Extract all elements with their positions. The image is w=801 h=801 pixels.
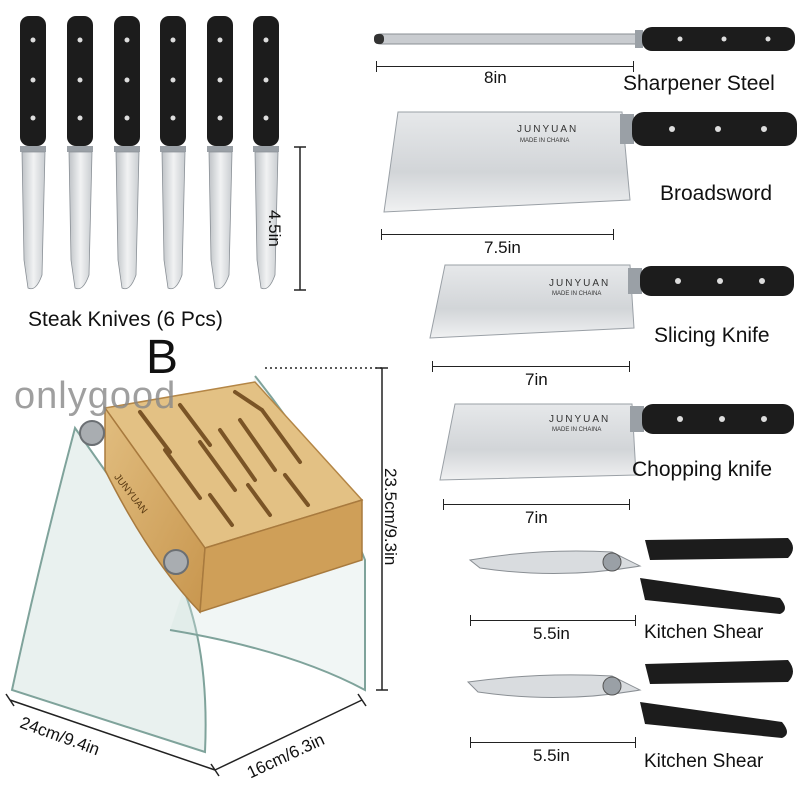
kitchen-shear-dimension-line bbox=[470, 615, 636, 626]
block-letter: B bbox=[146, 331, 179, 384]
broadsword-dimension-line bbox=[381, 229, 614, 240]
chopping-knife-blade-brand: JUNYUAN bbox=[549, 414, 611, 425]
steak-knife bbox=[114, 16, 140, 290]
kitchen-shear-name: Kitchen Shear bbox=[644, 622, 764, 643]
steak-knives-group bbox=[20, 16, 279, 290]
broadsword-blade-brand: JUNYUAN bbox=[517, 124, 579, 135]
watermark: onlygood bbox=[14, 375, 177, 417]
steak-knife bbox=[207, 16, 233, 290]
kitchen-shear bbox=[466, 660, 793, 738]
block-dimension-lines bbox=[5, 367, 388, 777]
chopping-knife-cleaver bbox=[439, 403, 794, 481]
sharpener-dimension-line bbox=[376, 61, 634, 72]
chopping-knife-name: Chopping knife bbox=[632, 458, 773, 481]
steak-knives-label: Steak Knives (6 Pcs) bbox=[28, 308, 223, 331]
steak-knife bbox=[67, 16, 93, 290]
chopping-knife-dimension-line bbox=[443, 499, 630, 510]
broadsword-blade-sub: MADE IN CHAINA bbox=[520, 138, 570, 144]
kitchen-shear-length: 5.5in bbox=[533, 624, 570, 643]
slicing-knife-length: 7in bbox=[525, 370, 548, 389]
steak-knife bbox=[253, 16, 279, 290]
kitchen-shear bbox=[468, 538, 793, 614]
sharpener-name: Sharpener Steel bbox=[623, 72, 775, 95]
broadsword-cleaver bbox=[383, 111, 797, 213]
slicing-knife-dimension-line bbox=[432, 361, 630, 372]
slicing-knife-cleaver bbox=[429, 264, 794, 339]
kitchen-shear-name: Kitchen Shear bbox=[644, 751, 764, 772]
steak-knife bbox=[160, 16, 186, 290]
steak-knife-dimension-line bbox=[294, 146, 306, 291]
chopping-knife-length: 7in bbox=[525, 508, 548, 527]
kitchen-shear-length: 5.5in bbox=[533, 746, 570, 765]
steak-knife bbox=[20, 16, 46, 290]
slicing-knife-blade-brand: JUNYUAN bbox=[549, 278, 611, 289]
kitchen-shear-dimension-line bbox=[470, 737, 636, 748]
steak-knives-length: 4.5in bbox=[265, 210, 284, 247]
sharpener-steel bbox=[374, 27, 795, 51]
slicing-knife-blade-sub: MADE IN CHAINA bbox=[552, 291, 602, 297]
broadsword-name: Broadsword bbox=[660, 182, 773, 205]
sharpener-length: 8in bbox=[484, 68, 507, 87]
slicing-knife-name: Slicing Knife bbox=[654, 324, 770, 347]
broadsword-length: 7.5in bbox=[484, 238, 521, 257]
knife-block bbox=[10, 375, 366, 754]
block-height: 23.5cm/9.3in bbox=[381, 468, 400, 566]
chopping-knife-blade-sub: MADE IN CHAINA bbox=[552, 427, 602, 433]
